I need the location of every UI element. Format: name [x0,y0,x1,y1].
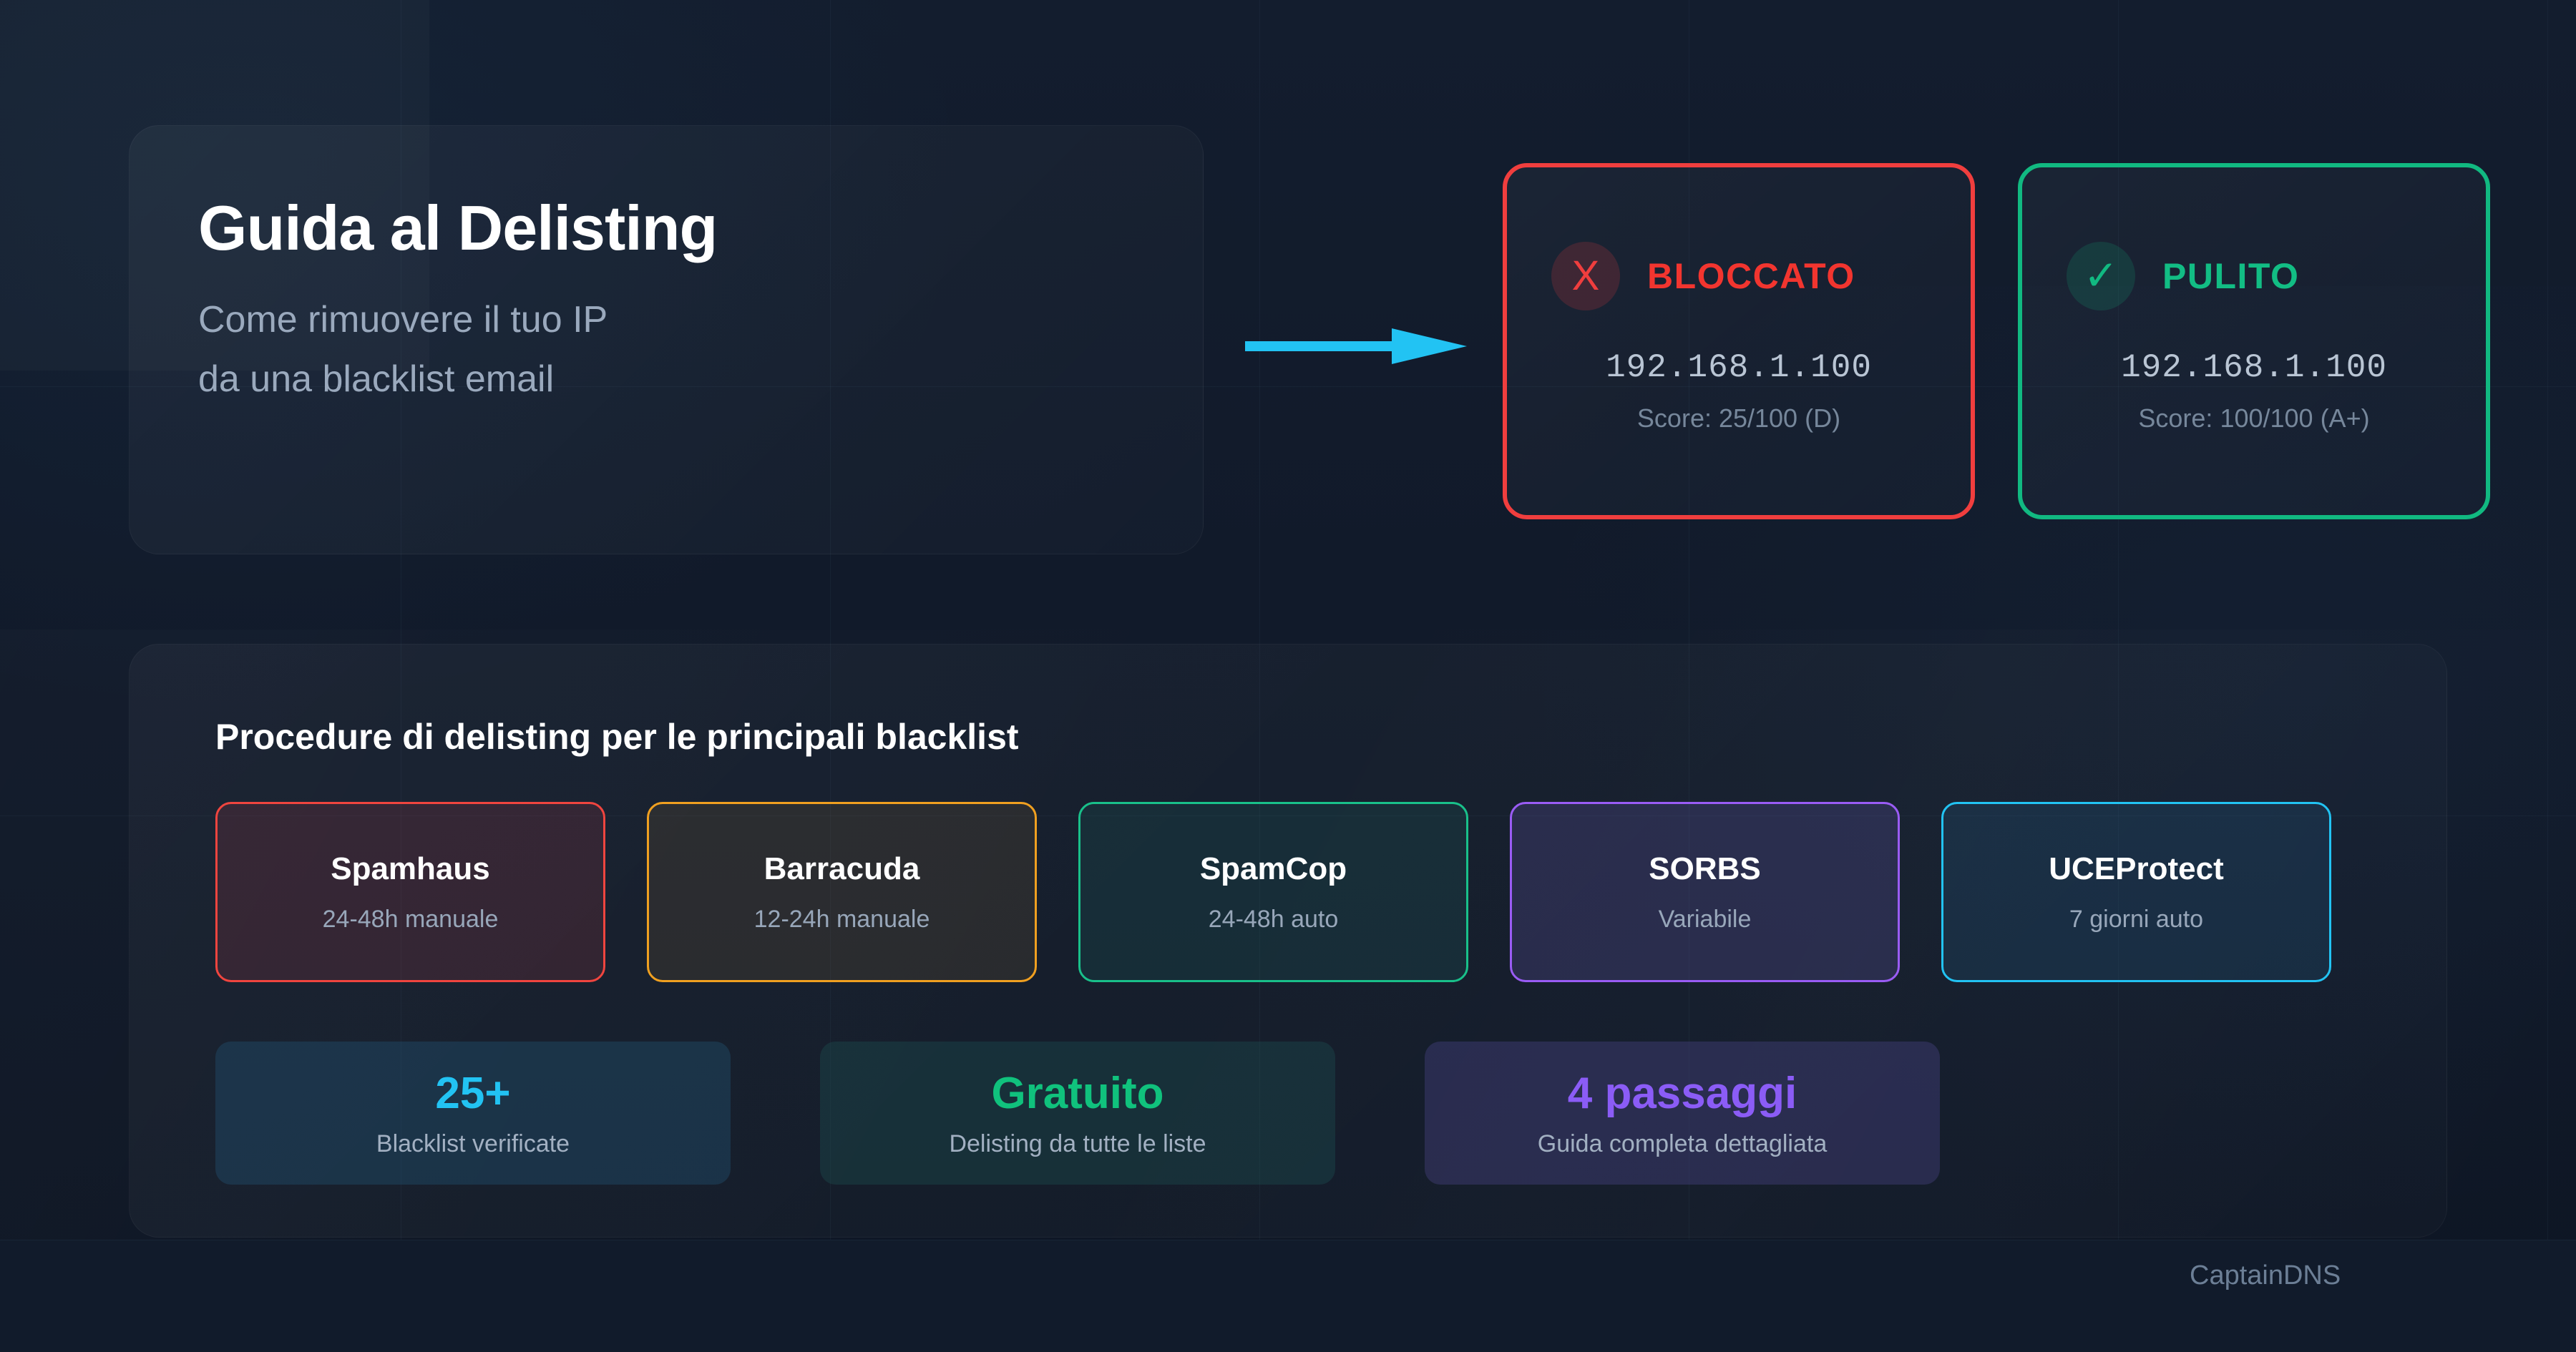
stat-card: 25+ Blacklist verificate [215,1042,731,1185]
status-card-blocked: X BLOCCATO 192.168.1.100 Score: 25/100 (… [1503,163,1975,519]
stat-value: Gratuito [991,1069,1164,1118]
page-subtitle-line-2: da una blacklist email [198,358,555,401]
blacklist-card[interactable]: UCEProtect 7 giorni auto [1941,802,2331,982]
status-card-clean: ✓ PULITO 192.168.1.100 Score: 100/100 (A… [2018,163,2490,519]
blacklist-name: SpamCop [1199,851,1347,886]
status-header-blocked: X BLOCCATO [1551,242,1855,310]
blacklist-card[interactable]: SORBS Variabile [1510,802,1900,982]
procedures-panel: Procedure di delisting per le principali… [129,644,2447,1238]
blacklist-card[interactable]: Spamhaus 24-48h manuale [215,802,605,982]
blacklist-time: 24-48h manuale [322,905,499,933]
check-mark-icon: ✓ [2067,242,2135,310]
score-text-blocked: Score: 25/100 (D) [1636,403,1841,433]
arrow-right-icon [1245,325,1467,368]
stat-label: Blacklist verificate [376,1130,570,1157]
blacklist-name: UCEProtect [2049,851,2224,886]
stat-label: Delisting da tutte le liste [949,1130,1206,1157]
brand-label: CaptainDNS [2190,1260,2341,1290]
stat-value: 25+ [435,1069,511,1118]
stat-label: Guida completa dettagliata [1537,1130,1828,1157]
blacklist-name: Barracuda [763,851,920,886]
status-badge-clean: PULITO [2162,256,2300,296]
ip-address-clean: 192.168.1.100 [2121,349,2387,386]
status-header-clean: ✓ PULITO [2067,242,2299,310]
blacklist-time: 24-48h auto [1208,905,1339,933]
blacklist-time: 7 giorni auto [2069,905,2204,933]
ip-address-blocked: 192.168.1.100 [1606,349,1872,386]
blacklist-card[interactable]: SpamCop 24-48h auto [1078,802,1468,982]
page-subtitle: Come rimuovere il tuo IP da una blacklis… [198,290,608,409]
page-title: Guida al Delisting [198,192,718,263]
x-mark-icon: X [1551,242,1620,310]
panel-title: Procedure di delisting per le principali… [215,717,1019,757]
hero-card: Guida al Delisting Come rimuovere il tuo… [129,125,1204,554]
page-subtitle-line-1: Come rimuovere il tuo IP [198,299,608,341]
blacklist-card-row: Spamhaus 24-48h manuale Barracuda 12-24h ma… [215,802,2331,982]
blacklist-name: Spamhaus [331,851,490,886]
blacklist-name: SORBS [1649,851,1761,886]
blacklist-card[interactable]: Barracuda 12-24h manuale [647,802,1037,982]
status-badge-blocked: BLOCCATO [1647,256,1855,296]
stat-value: 4 passaggi [1567,1069,1797,1118]
footer-band [0,1240,2576,1352]
score-text-clean: Score: 100/100 (A+) [2138,403,2370,433]
blacklist-time: 12-24h manuale [753,905,930,933]
blacklist-time: Variabile [1658,905,1752,933]
